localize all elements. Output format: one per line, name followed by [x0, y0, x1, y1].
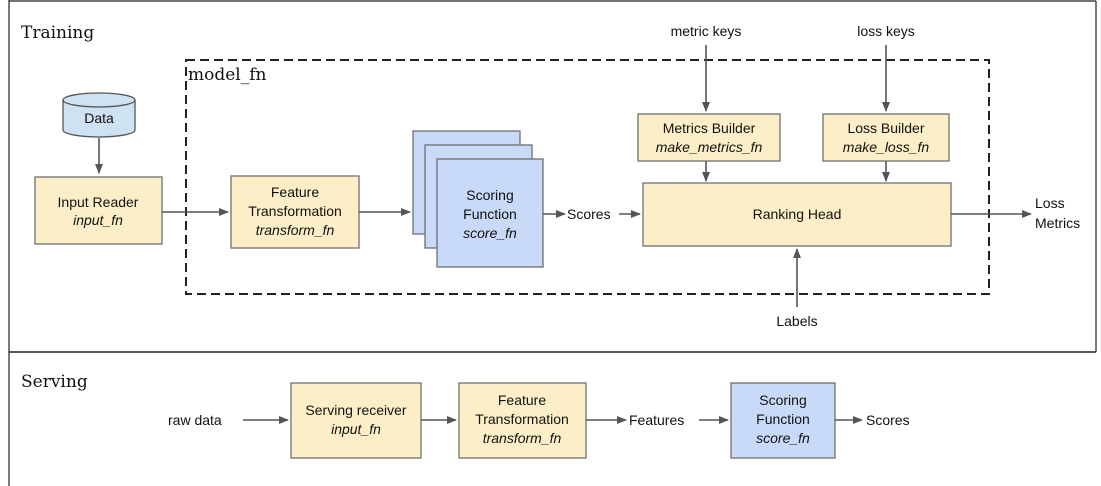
- output-loss-label: Loss: [1035, 195, 1065, 211]
- raw-data-label: raw data: [168, 412, 222, 428]
- scoring-function-stack: Scoring Function score_fn: [412, 130, 544, 268]
- serving-feature-transformation-box: Feature Transformation transform_fn: [458, 382, 587, 459]
- ranking-head-label: Ranking Head: [753, 206, 842, 222]
- metrics-builder-title: Metrics Builder: [663, 120, 756, 136]
- data-source-cylinder: Data: [62, 92, 136, 138]
- input-reader-title: Input Reader: [58, 194, 139, 210]
- scoring-function-fn: score_fn: [463, 225, 517, 241]
- training-section-label: Training: [21, 23, 94, 43]
- serving-feature-transformation-line2: Transformation: [475, 411, 569, 427]
- feature-transformation-fn: transform_fn: [256, 222, 335, 238]
- serving-section-label: Serving: [21, 372, 88, 392]
- metric-keys-label: metric keys: [671, 23, 742, 39]
- feature-transformation-line2: Transformation: [248, 203, 342, 219]
- scoring-function-line2: Function: [463, 206, 517, 222]
- model-fn-label: model_fn: [188, 65, 267, 85]
- output-metrics-label: Metrics: [1035, 215, 1080, 231]
- serving-scoring-function-line2: Function: [756, 411, 810, 427]
- serving-scores-label: Scores: [866, 412, 910, 428]
- serving-receiver-box: Serving receiver input_fn: [290, 382, 422, 459]
- metrics-builder-fn: make_metrics_fn: [656, 139, 763, 155]
- labels-label: Labels: [776, 313, 817, 329]
- data-source-label: Data: [84, 110, 114, 126]
- loss-keys-label: loss keys: [857, 23, 915, 39]
- scores-label: Scores: [567, 206, 611, 222]
- scoring-function-line1: Scoring: [466, 187, 513, 203]
- serving-receiver-title: Serving receiver: [305, 402, 406, 418]
- loss-builder-box: Loss Builder make_loss_fn: [822, 113, 950, 162]
- input-reader-box: Input Reader input_fn: [34, 176, 163, 245]
- loss-builder-title: Loss Builder: [847, 120, 924, 136]
- features-label: Features: [629, 412, 684, 428]
- scoring-function-box: [436, 158, 544, 268]
- ranking-head-box: Ranking Head: [642, 182, 952, 247]
- loss-builder-fn: make_loss_fn: [843, 139, 930, 155]
- serving-feature-transformation-fn: transform_fn: [483, 430, 562, 446]
- serving-receiver-fn: input_fn: [331, 421, 381, 437]
- serving-scoring-function-box: Scoring Function score_fn: [730, 382, 836, 459]
- input-reader-fn: input_fn: [73, 212, 123, 228]
- serving-scoring-function-fn: score_fn: [756, 430, 810, 446]
- feature-transformation-box: Feature Transformation transform_fn: [230, 175, 360, 249]
- serving-scoring-function-line1: Scoring: [759, 392, 806, 408]
- serving-feature-transformation-line1: Feature: [498, 392, 546, 408]
- feature-transformation-line1: Feature: [271, 184, 319, 200]
- metrics-builder-box: Metrics Builder make_metrics_fn: [637, 113, 781, 162]
